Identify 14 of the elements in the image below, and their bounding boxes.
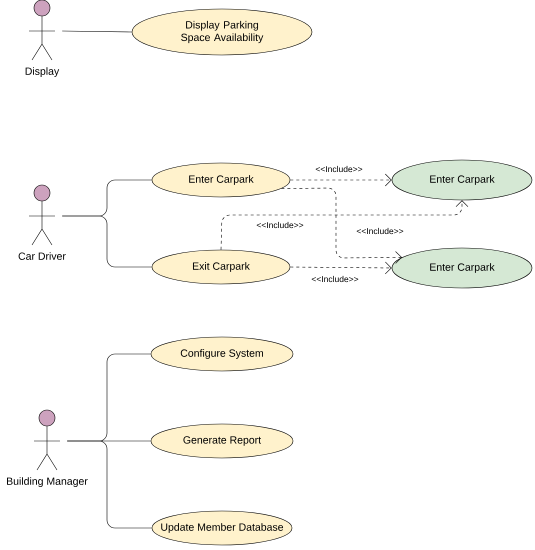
association-line — [62, 30, 132, 32]
association-line — [62, 216, 152, 268]
actor-name: Building Manager — [7, 477, 88, 487]
edge-label: <<Include>> — [310, 274, 360, 284]
actor-name: Car Driver — [18, 252, 66, 260]
include-arrow — [290, 262, 392, 274]
include-arrow — [220, 200, 468, 250]
edge-label: <<Include>> — [355, 226, 405, 236]
association-line — [66, 440, 152, 528]
edge-label: <<Include>> — [255, 220, 305, 230]
include-arrow — [290, 174, 392, 186]
actor-name: Display — [26, 67, 60, 77]
include-arrow — [281, 188, 402, 264]
edge-label: <<Include>> — [314, 164, 364, 174]
